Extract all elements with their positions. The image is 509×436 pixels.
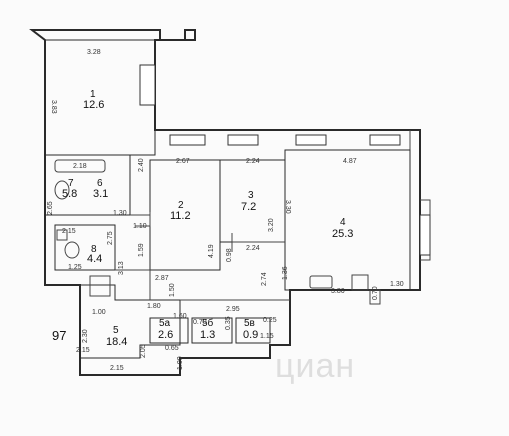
dimension-label: 2.75	[107, 231, 114, 245]
dimension-label: 4.19	[208, 244, 215, 258]
dimension-label: 0.65	[165, 345, 179, 352]
room-5b-outline	[191, 317, 233, 344]
dimension-label: 2.67	[176, 158, 190, 165]
corridor-lines	[115, 214, 290, 301]
dimension-label: 1.50	[169, 283, 176, 297]
room-4-area: 25.3	[332, 228, 353, 240]
room-2-area: 11.2	[170, 210, 191, 222]
room-1-outline	[44, 39, 156, 156]
dimension-label: 2.05	[140, 344, 147, 358]
dimension-label: 1.60	[173, 313, 187, 320]
dimension-label: 2.15	[62, 228, 76, 235]
dimension-label: 0.35	[225, 316, 232, 330]
room-5-outline	[80, 284, 181, 359]
dimension-label: 2.18	[73, 163, 87, 170]
dimension-label: 1.36	[282, 266, 289, 280]
room-7-number: 7	[68, 178, 74, 189]
room-6-area: 3.1	[93, 188, 108, 200]
dimension-label: 0.70	[193, 319, 207, 326]
dimension-label: 0.98	[226, 248, 233, 262]
dimension-label: 2.40	[138, 158, 145, 172]
room-3-area: 7.2	[241, 201, 256, 213]
room-6-number: 6	[97, 178, 103, 189]
door-room-2	[135, 212, 151, 227]
room-5v-outline	[235, 317, 271, 344]
room-8-outline	[54, 224, 116, 271]
dimension-label: 2.65	[47, 201, 54, 215]
window-room-4-right	[369, 134, 401, 146]
room-1-number: 1	[90, 89, 96, 100]
stove	[351, 274, 369, 291]
room-6-7-outline	[44, 154, 131, 216]
dimension-label: 3.30	[284, 200, 291, 214]
window-room-4-left	[295, 134, 327, 146]
room-3-number: 3	[248, 190, 254, 201]
room-5a-number: 5а	[159, 318, 171, 329]
dimension-label: 1.00	[177, 356, 184, 370]
shaft-box	[89, 275, 111, 297]
room-8-number: 8	[91, 244, 97, 255]
toilet-room-8	[64, 241, 80, 259]
dimension-label: 0.70	[372, 286, 379, 300]
dimension-label: 1.15	[260, 333, 274, 340]
room-5v-area: 0.9	[243, 329, 258, 341]
window-room-3	[227, 134, 259, 146]
window-room-4-side	[419, 214, 431, 256]
dimension-label: 2.87	[155, 275, 169, 282]
side-label: 97	[52, 328, 66, 343]
dimension-label: 1.30	[390, 281, 404, 288]
room-5a-area: 2.6	[158, 329, 173, 341]
room-5v-number: 5в	[244, 318, 255, 329]
dimension-label: 2.15	[110, 365, 124, 372]
dimension-label: 3.20	[268, 218, 275, 232]
room-8-area: 4.4	[87, 253, 102, 265]
dimension-label: 0.25	[263, 317, 277, 324]
room-5a-outline	[149, 317, 189, 344]
vent-hatch	[369, 289, 381, 305]
room-5b-area: 1.3	[200, 329, 215, 341]
bathtub	[54, 159, 106, 173]
room-5-number: 5	[113, 325, 119, 336]
room-5-area: 18.4	[106, 336, 127, 348]
window-room-1	[139, 64, 156, 106]
watermark-text: циан	[275, 347, 355, 385]
dimension-label: 1.25	[68, 264, 82, 271]
room-4-number: 4	[340, 217, 346, 228]
window-room-2	[169, 134, 206, 146]
room-2-number: 2	[178, 200, 184, 211]
dimension-label: 1.30	[113, 210, 127, 217]
dimension-label: 3.83	[50, 100, 57, 114]
dimension-label: 3.13	[118, 261, 125, 275]
dimension-label: 4.87	[343, 158, 357, 165]
room-1-area: 12.6	[83, 99, 104, 111]
dimension-label: 1.80	[147, 303, 161, 310]
sink-room-8	[56, 229, 68, 241]
room-4-outline	[284, 149, 411, 291]
dimension-label: 1.10	[133, 223, 147, 230]
dimension-label: 1.59	[138, 243, 145, 257]
kitchen-counter	[309, 275, 333, 289]
dimension-label: 2.24	[246, 158, 260, 165]
toilet-room-7	[54, 180, 70, 200]
dimension-label: 2.15	[76, 347, 90, 354]
dimension-label: 3.28	[87, 49, 101, 56]
room-5b-number: 5б	[202, 317, 214, 329]
dimension-label: 2.74	[261, 272, 268, 286]
dimension-label: 2.30	[82, 329, 89, 343]
dimension-label: 3.86	[331, 288, 345, 295]
dimension-label: 2.24	[246, 245, 260, 252]
dimension-label: 2.95	[226, 306, 240, 313]
room-7-area: 5.8	[62, 188, 77, 200]
dimension-label: 1.00	[92, 309, 106, 316]
